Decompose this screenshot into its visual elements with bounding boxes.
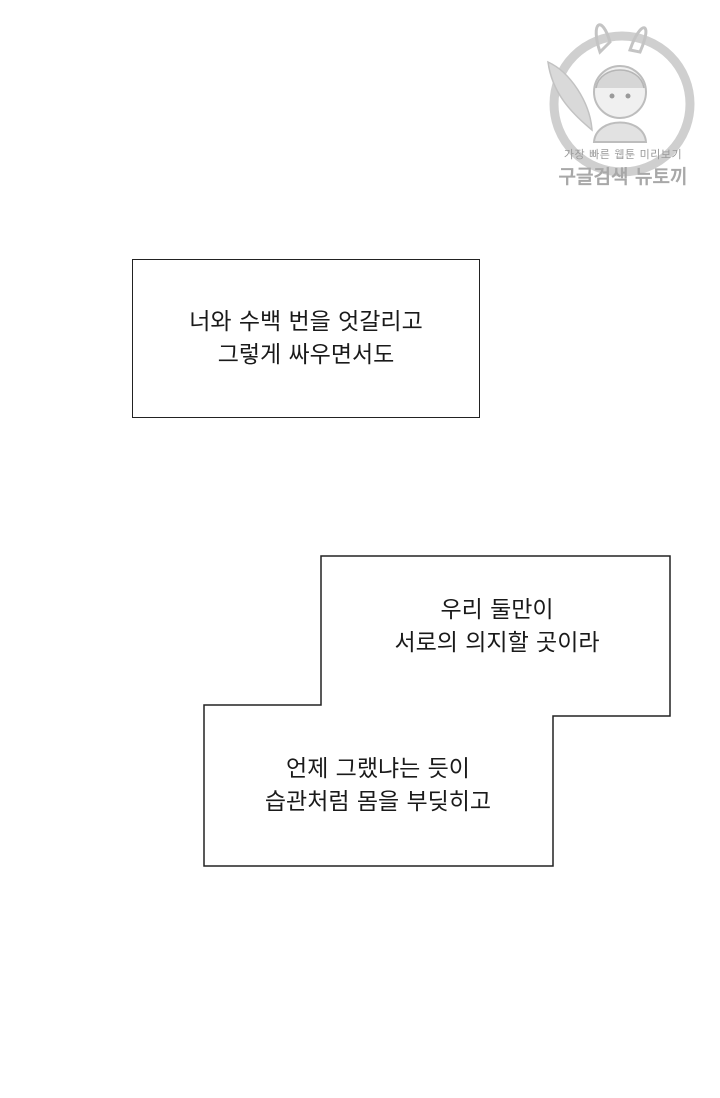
narration-text-2-upper: 우리 둘만이 서로의 의지할 곳이라 [322,594,672,660]
narration-text-1: 너와 수백 번을 엇갈리고 그렇게 싸우면서도 [133,306,479,372]
narration-2-line-2: 서로의 의지할 곳이라 [394,630,600,656]
site-watermark: 가장 빠른 웹툰 미리보기 구글검색 뉴토끼 [530,12,710,202]
narration-2-line-3: 언제 그랬냐는 듯이 [286,756,470,782]
watermark-line-1: 가장 빠른 웹툰 미리보기 [563,148,683,161]
narration-2-line-1: 우리 둘만이 [440,597,554,623]
narration-1-line-1: 너와 수백 번을 엇갈리고 [189,309,423,335]
narration-2-line-4: 습관처럼 몸을 부딪히고 [264,789,492,815]
watermark-line-2: 구글검색 뉴토끼 [558,166,688,188]
mascot-logo-icon [547,23,695,177]
narration-box-1: 너와 수백 번을 엇갈리고 그렇게 싸우면서도 [132,259,480,418]
narration-1-line-2: 그렇게 싸우면서도 [217,342,395,368]
narration-text-2-lower: 언제 그랬냐는 듯이 습관처럼 몸을 부딪히고 [204,753,552,819]
